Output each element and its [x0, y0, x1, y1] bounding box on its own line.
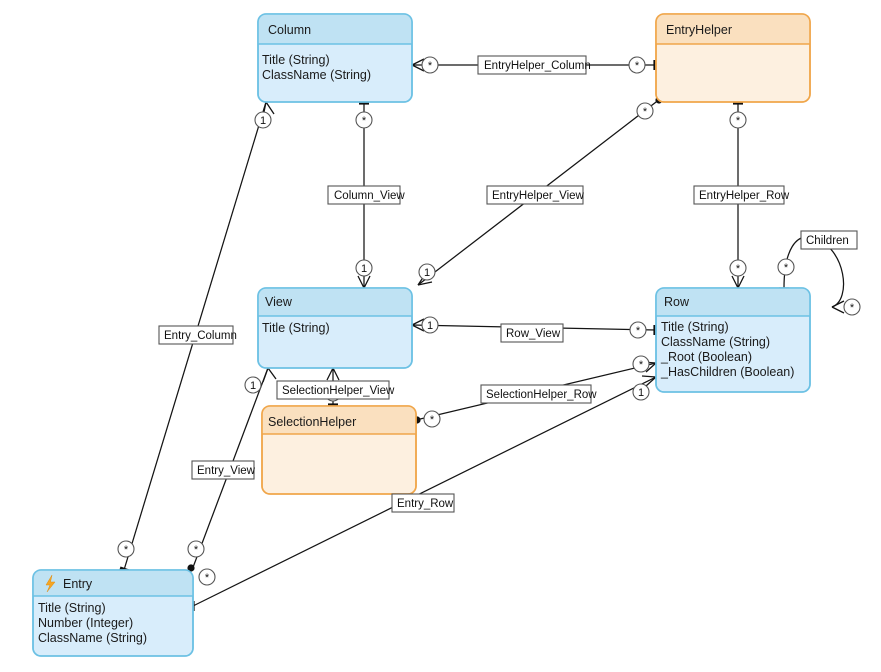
mult-entry-column-source: * — [117, 540, 135, 558]
class-title-row: Row — [664, 295, 690, 309]
mult-row-children-target: * — [843, 298, 861, 316]
class-attr-row-1: ClassName (String) — [661, 335, 770, 349]
mult-selectionhelper-row-target: * — [632, 355, 650, 373]
class-title-column: Column — [268, 23, 311, 37]
mult-entryhelper-view-source: * — [636, 102, 654, 120]
class-box-selectionhelper[interactable]: SelectionHelper — [261, 405, 417, 495]
mult-entry-column-target: 1 — [254, 111, 272, 129]
mult-entry-row-source: * — [198, 568, 216, 586]
mult-entryhelper-column-source: * — [628, 56, 646, 74]
class-title-entryhelper: EntryHelper — [666, 23, 732, 37]
class-attr-entry-1: Number (Integer) — [38, 616, 133, 630]
mult-label: 1 — [427, 320, 433, 332]
edge-label-text: Children — [806, 235, 849, 247]
class-box-column[interactable]: Column Title (String) ClassName (String) — [257, 13, 413, 103]
class-attr-entry-0: Title (String) — [38, 601, 106, 615]
lightning-bolt-icon — [45, 574, 56, 593]
class-attr-view-0: Title (String) — [262, 321, 330, 335]
class-attr-row-0: Title (String) — [661, 320, 729, 334]
class-title-entry: Entry — [63, 577, 93, 591]
mult-label: * — [428, 60, 433, 72]
edge-entry-row[interactable]: * 1 — [191, 375, 657, 611]
edge-label-entryhelper-view[interactable]: EntryHelper_View — [486, 185, 585, 205]
mult-label: * — [635, 60, 640, 72]
mult-label: 1 — [424, 267, 430, 279]
mult-label: * — [124, 544, 129, 556]
mult-entry-row-target: 1 — [632, 383, 650, 401]
edge-label-text: EntryHelper_Column — [484, 60, 591, 72]
mult-label: * — [636, 325, 641, 337]
edge-label-text: SelectionHelper_Row — [486, 389, 597, 401]
mult-label: * — [643, 106, 648, 118]
mult-label: * — [205, 572, 210, 584]
edge-label-row-view[interactable]: Row_View — [500, 323, 564, 343]
class-attr-row-3: _HasChildren (Boolean) — [660, 365, 794, 379]
edge-label-text: Entry_View — [197, 465, 256, 477]
mult-entry-view-source: * — [187, 540, 205, 558]
edge-label-entry-row[interactable]: Entry_Row — [391, 493, 455, 513]
mult-label: * — [639, 359, 644, 371]
mult-entry-view-target: 1 — [244, 376, 262, 394]
mult-label: * — [784, 262, 789, 274]
class-attr-row-2: _Root (Boolean) — [660, 350, 752, 364]
class-attr-column-1: ClassName (String) — [262, 68, 371, 82]
mult-entryhelper-column-target: * — [421, 56, 439, 74]
edge-label-selectionhelper-view[interactable]: SelectionHelper_View — [276, 380, 395, 400]
mult-column-view-source: * — [355, 111, 373, 129]
edge-label-entryhelper-column[interactable]: EntryHelper_Column — [477, 55, 591, 75]
edge-label-text: Row_View — [506, 328, 561, 340]
mult-entryhelper-row-source: * — [729, 111, 747, 129]
edge-label-text: Column_View — [334, 190, 405, 202]
mult-label: * — [194, 544, 199, 556]
mult-entryhelper-view-target: 1 — [418, 263, 436, 281]
edge-label-text: EntryHelper_Row — [699, 190, 790, 202]
class-attr-column-0: Title (String) — [262, 53, 330, 67]
mult-label: * — [850, 302, 855, 314]
edge-label-entryhelper-row[interactable]: EntryHelper_Row — [693, 185, 790, 205]
edge-label-text: SelectionHelper_View — [282, 385, 395, 397]
mult-selectionhelper-row-source: * — [423, 410, 441, 428]
mult-label: 1 — [638, 387, 644, 399]
edge-label-column-view[interactable]: Column_View — [327, 185, 405, 205]
edge-label-row-children[interactable]: Children — [800, 230, 858, 250]
mult-label: * — [736, 115, 741, 127]
class-attr-entry-2: ClassName (String) — [38, 631, 147, 645]
mult-label: 1 — [260, 115, 266, 127]
edge-label-text: Entry_Column — [164, 330, 237, 342]
class-box-view[interactable]: View Title (String) — [257, 287, 413, 369]
mult-label: 1 — [250, 380, 256, 392]
class-title-selectionhelper: SelectionHelper — [268, 415, 356, 429]
mult-label: * — [736, 263, 741, 275]
mult-row-view-source: * — [629, 321, 647, 339]
mult-column-view-target: 1 — [355, 259, 373, 277]
class-box-row[interactable]: Row Title (String) ClassName (String) _R… — [655, 287, 811, 393]
mult-label: 1 — [361, 263, 367, 275]
class-box-entryhelper[interactable]: EntryHelper — [655, 13, 811, 103]
edge-label-entry-view[interactable]: Entry_View — [191, 460, 256, 480]
mult-label: * — [430, 414, 435, 426]
edge-label-selectionhelper-row[interactable]: SelectionHelper_Row — [480, 384, 597, 404]
class-box-entry[interactable]: Entry Title (String) Number (Integer) Cl… — [32, 569, 194, 657]
mult-row-children-source: * — [777, 258, 795, 276]
edge-label-text: Entry_Row — [397, 498, 454, 510]
class-title-view: View — [265, 295, 293, 309]
mult-row-view-target: 1 — [421, 316, 439, 334]
edge-label-text: EntryHelper_View — [492, 190, 585, 202]
mult-entryhelper-row-target: * — [729, 259, 747, 277]
edge-label-entry-column[interactable]: Entry_Column — [158, 325, 237, 345]
mult-label: * — [362, 115, 367, 127]
